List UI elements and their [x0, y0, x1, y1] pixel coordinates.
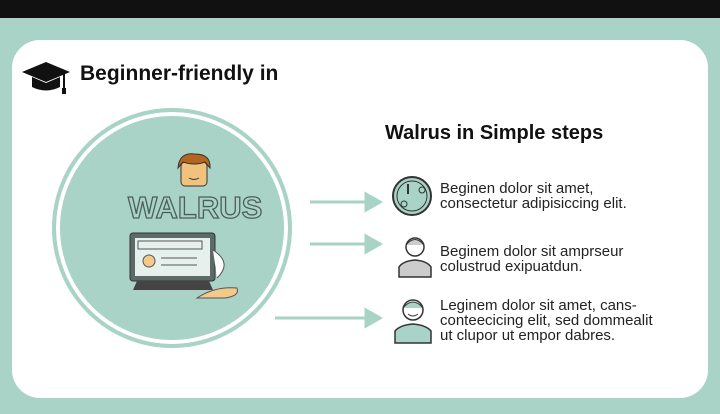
computer-illustration-icon [129, 232, 238, 299]
step-line: ut clupor ut empor dabres. [440, 327, 616, 344]
step-1-text: Beginen dolor sit amet, consectetur adip… [440, 181, 627, 211]
walrus-circle [52, 108, 292, 348]
top-bar [0, 0, 720, 18]
step-line: conteecicing elit, sed dommealit [440, 312, 653, 329]
person-avatar-icon [177, 153, 211, 187]
step-line: Beginem dolor sit amprseur [440, 243, 624, 260]
person-gray-icon [398, 237, 432, 278]
page-title: Beginner-friendly in [80, 62, 279, 85]
walrus-logo-text: WALRUS [127, 189, 263, 225]
step-line: consectetur adipisiccing elit. [440, 195, 627, 212]
step-line: Leginem dolor sit amet, cans- [440, 297, 637, 314]
step-3-text: Leginem dolor sit amet, cans- conteecici… [440, 298, 653, 343]
clock-circuit-icon [392, 176, 432, 216]
step-line: Beginen dolor sit amet, [440, 180, 594, 197]
graduation-cap-icon [22, 62, 70, 94]
step-line: colustrud exipuatdun. [440, 258, 583, 275]
person-green-icon [394, 299, 432, 344]
step-2-text: Beginem dolor sit amprseur colustrud exi… [440, 244, 623, 274]
steps-title: Walrus in Simple steps [385, 122, 604, 144]
